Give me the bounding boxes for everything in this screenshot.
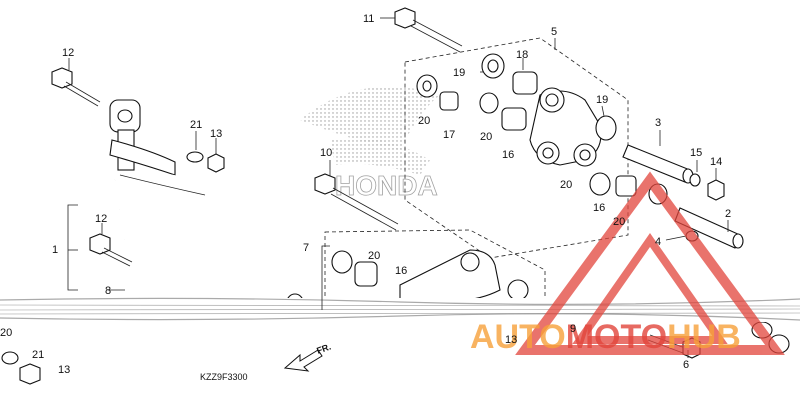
linkage-box-5: [404, 37, 668, 259]
callout-8: 8: [105, 285, 111, 297]
callout-13-lower-left: 13: [58, 364, 70, 376]
callout-20-b: 20: [480, 131, 492, 143]
bolt-11: [394, 7, 463, 53]
callout-12-top: 12: [62, 47, 74, 59]
callout-21-lower: 21: [32, 349, 44, 361]
callout-1: 1: [52, 244, 58, 256]
callout-9: 9: [570, 323, 576, 335]
washer-21-upper: [186, 151, 204, 163]
callout-6: 6: [683, 359, 689, 371]
nut-13-lower: [19, 363, 41, 385]
callout-4: 4: [655, 236, 661, 248]
automotohub-wordmark: AUTOMOTOHUB: [470, 318, 741, 356]
callout-16-right: 16: [593, 202, 605, 214]
washer-15: [689, 173, 701, 187]
callout-14: 14: [710, 156, 722, 168]
callout-11: 11: [363, 13, 374, 25]
front-direction-arrow: FR.: [283, 342, 332, 372]
callout-18: 18: [516, 49, 528, 61]
callout-16-upper: 16: [502, 149, 514, 161]
callout-labels: 1 2 3 4 5 6 7 8 9 10 11 12 12 13 13 13 1…: [0, 13, 731, 376]
bolt-12-top: [51, 67, 101, 107]
callout-13-upper: 13: [210, 128, 222, 140]
shock-spring: [114, 172, 225, 300]
callout-20-arm: 20: [368, 250, 380, 262]
washer-21-lower: [1, 351, 19, 365]
callout-7: 7: [303, 242, 309, 254]
honda-text: HONDA: [335, 170, 438, 201]
callout-13-right: 13: [505, 334, 517, 346]
callout-20-c: 20: [560, 179, 572, 191]
callout-15: 15: [690, 147, 702, 159]
callout-19-right: 19: [596, 94, 608, 106]
bolt-10: [314, 173, 399, 231]
callout-5: 5: [551, 26, 557, 38]
callout-12-lower: 12: [95, 213, 107, 225]
diagram-code: KZZ9F3300: [200, 372, 248, 382]
callout-2: 2: [725, 208, 731, 220]
callout-16-arm: 16: [395, 265, 407, 277]
bolt-12-lower: [89, 233, 133, 267]
fr-label: FR.: [315, 342, 332, 356]
callout-21-upper: 21: [190, 119, 202, 131]
callout-20-d: 20: [613, 216, 625, 228]
leader-lines: [67, 17, 729, 358]
callout-20-edge: 20: [0, 327, 12, 339]
callout-20-a: 20: [418, 115, 430, 127]
automotohub-triangle-logo: [515, 171, 785, 355]
callout-17: 17: [443, 129, 455, 141]
callout-3: 3: [655, 117, 661, 129]
callout-19-left: 19: [453, 67, 465, 79]
callout-10: 10: [320, 147, 332, 159]
nut-13-upper: [207, 153, 225, 173]
nut-14: [707, 179, 725, 201]
shock-absorber: [109, 99, 225, 300]
